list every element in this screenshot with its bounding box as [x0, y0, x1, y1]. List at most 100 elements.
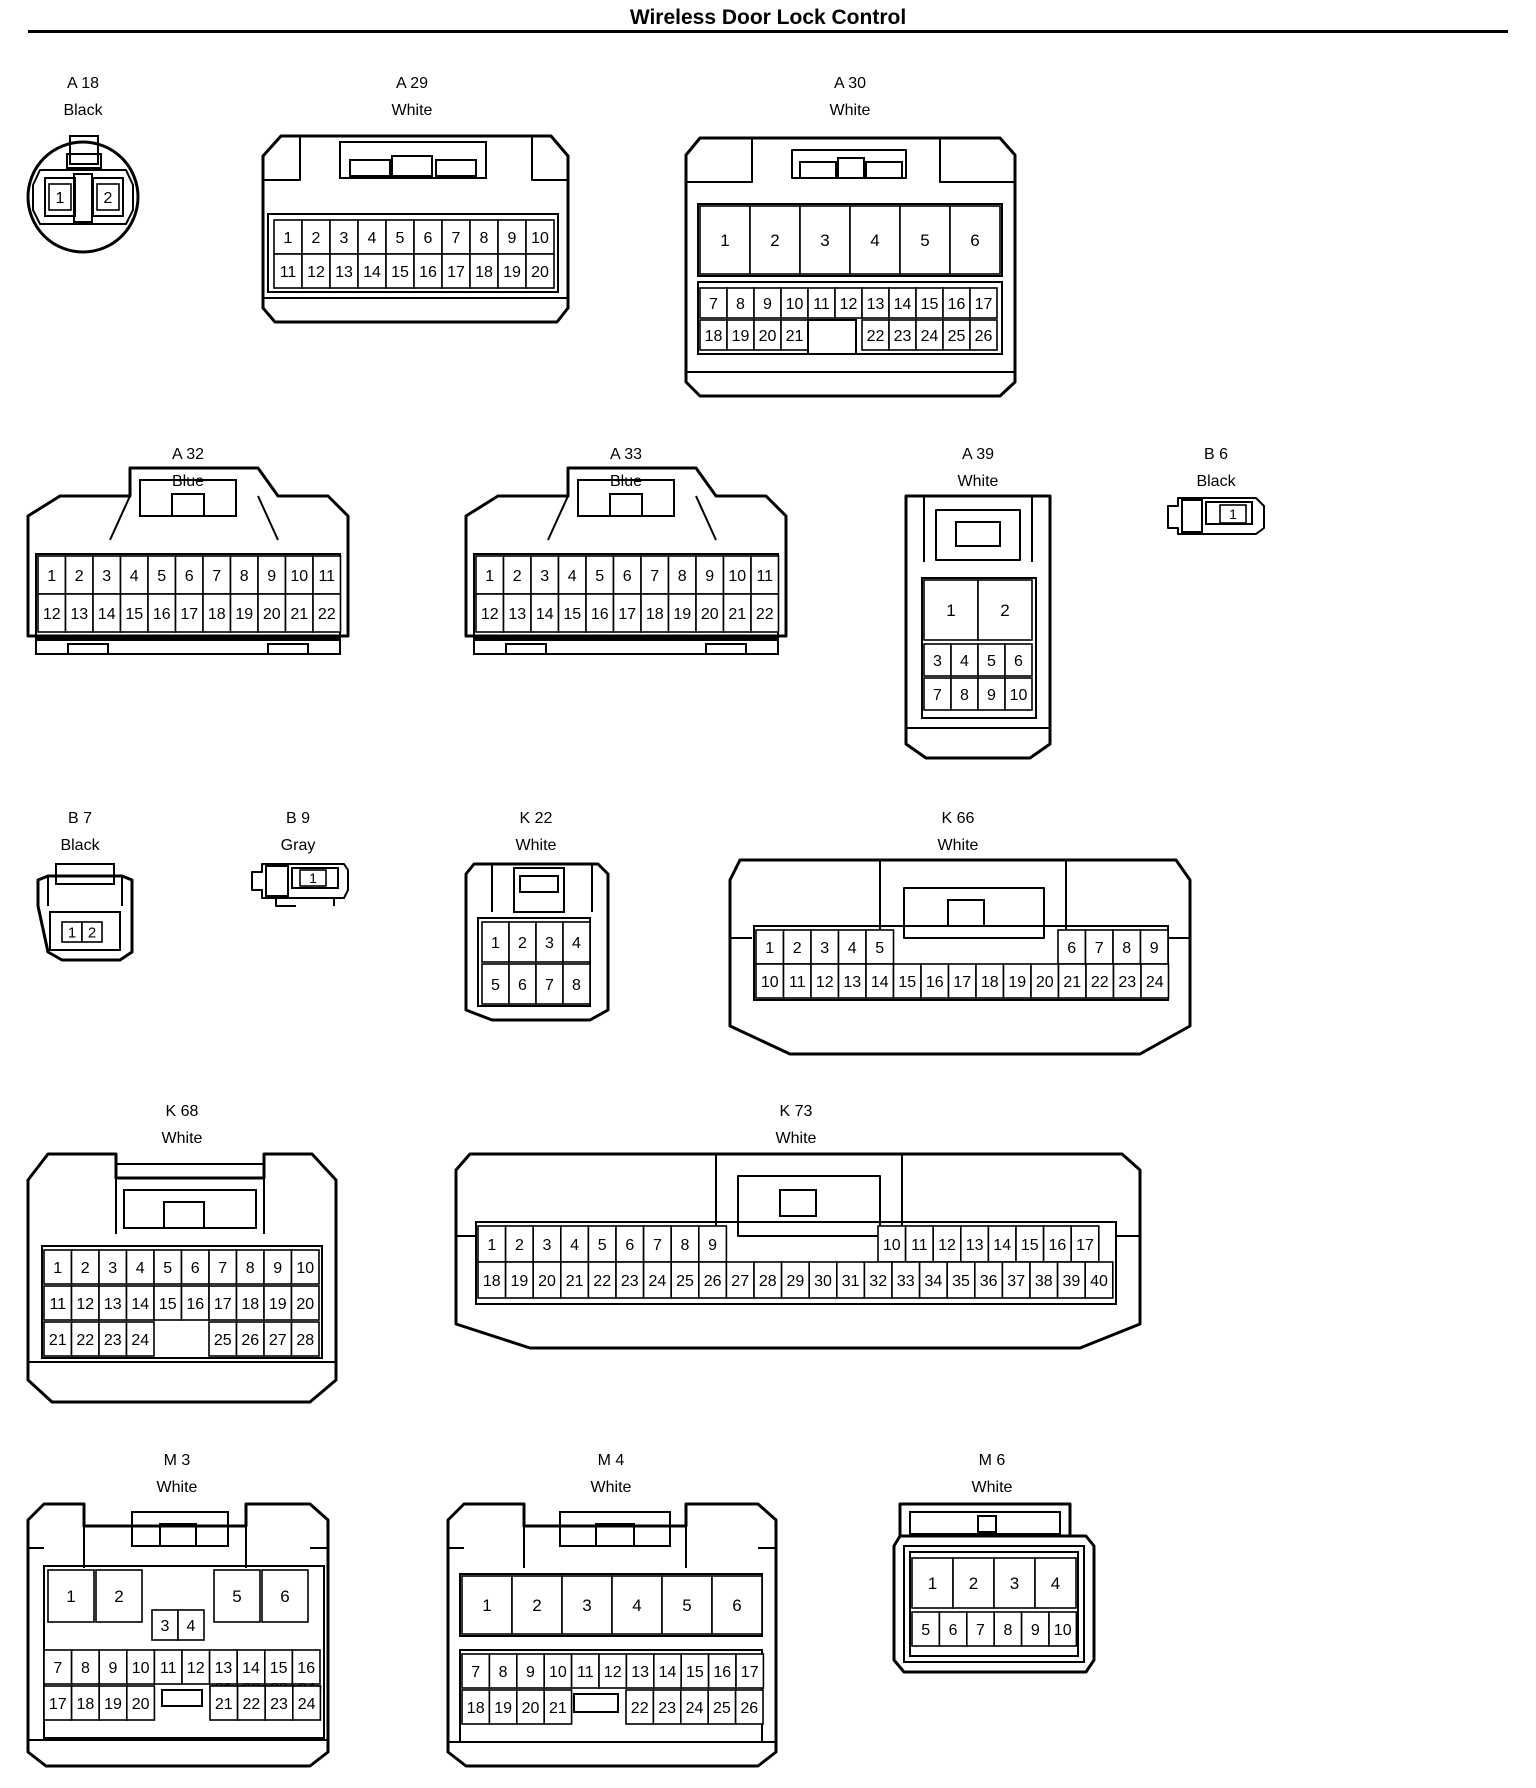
- pin-cell: [899, 205, 951, 275]
- pin-number: 7: [653, 1237, 662, 1254]
- pin-number: 17: [975, 296, 993, 313]
- connector-id: A 33: [609, 446, 643, 463]
- connector-color: Black: [60, 837, 100, 854]
- pin-cell: [96, 183, 120, 211]
- pin-cell: [98, 1249, 128, 1285]
- pin-number: 2: [513, 568, 522, 585]
- pin-number: 13: [70, 606, 88, 623]
- pin-number: 24: [686, 1700, 704, 1717]
- pin-number: 23: [621, 1273, 639, 1290]
- pin-number: 15: [159, 1296, 177, 1313]
- pin-number: 29: [787, 1273, 805, 1290]
- pin-number: 21: [549, 1700, 567, 1717]
- pin-number: 17: [953, 974, 971, 991]
- pin-number: 19: [503, 264, 521, 281]
- pin-number: 8: [960, 687, 969, 704]
- pin-number: 13: [631, 1664, 649, 1681]
- connector-color: White: [515, 837, 557, 854]
- pin-cell: [749, 205, 801, 275]
- connector-color: Blue: [171, 473, 205, 490]
- pin-number: 2: [770, 231, 779, 250]
- pin-cell: [679, 1689, 709, 1725]
- pin-number: 3: [543, 1237, 552, 1254]
- pin-number: 19: [511, 1273, 529, 1290]
- pin-cell: [290, 1285, 320, 1321]
- pin-cell: [385, 253, 415, 289]
- pin-cell: [711, 1575, 763, 1635]
- connector-label: A 32 Blue: [172, 441, 204, 495]
- pin-number: 6: [185, 568, 194, 585]
- pin-number: 24: [921, 328, 939, 345]
- connector-color: White: [391, 102, 433, 119]
- pin-cell: [532, 1261, 562, 1299]
- pin-cell: [735, 1653, 765, 1689]
- pin-cell: [753, 1261, 783, 1299]
- pin-number: 5: [157, 568, 166, 585]
- pin-number: 15: [563, 606, 581, 623]
- pin-number: 26: [975, 328, 993, 345]
- pin-number: 13: [843, 974, 861, 991]
- pin-number: 9: [1031, 1622, 1040, 1639]
- pin-number: 10: [883, 1237, 901, 1254]
- pin-number: 20: [296, 1296, 314, 1313]
- pin-number: 10: [290, 568, 308, 585]
- pin-number: 4: [870, 231, 879, 250]
- pin-number: 22: [631, 1700, 649, 1717]
- pin-number: 2: [114, 1587, 123, 1606]
- pin-number: 32: [869, 1273, 887, 1290]
- pin-number: 4: [568, 568, 577, 585]
- pin-number: 25: [676, 1273, 694, 1290]
- pin-cell: [515, 1653, 545, 1689]
- pin-cell: [892, 963, 922, 999]
- pin-cell: [208, 1321, 238, 1357]
- connector-id: A 32: [171, 446, 205, 463]
- pin-cell: [70, 1285, 100, 1321]
- pin-number: 3: [820, 940, 829, 957]
- pin-cell: [969, 287, 998, 319]
- pin-number: 26: [740, 1700, 758, 1717]
- pin-number: 8: [480, 230, 489, 247]
- connector-id: M 4: [597, 1452, 625, 1469]
- pin-number: 3: [102, 568, 111, 585]
- pin-number: 14: [98, 606, 116, 623]
- pin-number: 22: [76, 1332, 94, 1349]
- pin-number: 9: [109, 1660, 118, 1677]
- pin-number: 5: [396, 230, 405, 247]
- pin-number: 5: [987, 653, 996, 670]
- pin-number: 2: [75, 568, 84, 585]
- pin-number: 1: [68, 924, 76, 941]
- pin-number: 8: [572, 977, 581, 994]
- pin-cell: [888, 287, 917, 319]
- pin-number: 7: [471, 1664, 480, 1681]
- pin-cell: [290, 1321, 320, 1357]
- pin-cell: [1030, 963, 1060, 999]
- pin-cell: [469, 253, 499, 289]
- pin-number: 4: [368, 230, 377, 247]
- pin-number: 2: [104, 190, 113, 207]
- pin-cell: [511, 1575, 563, 1635]
- pin-number: 18: [705, 328, 723, 345]
- pin-cell: [37, 593, 67, 633]
- pin-number: 19: [269, 1296, 287, 1313]
- pin-cell: [261, 1569, 309, 1623]
- pin-number: 3: [933, 653, 942, 670]
- pin-number: 9: [705, 568, 714, 585]
- pin-cell: [236, 1649, 266, 1685]
- pin-cell: [915, 287, 944, 319]
- pin-cell: [950, 677, 979, 711]
- pin-number: 13: [335, 264, 353, 281]
- pin-number: 14: [894, 296, 912, 313]
- pin-number: 7: [218, 1260, 227, 1277]
- pin-number: 6: [623, 568, 632, 585]
- pin-number: 11: [280, 264, 297, 281]
- pin-number: 1: [66, 1587, 75, 1606]
- pin-number: 27: [731, 1273, 749, 1290]
- pin-number: 7: [976, 1622, 985, 1639]
- pin-number: 10: [1010, 687, 1028, 704]
- pin-number: 4: [572, 935, 581, 952]
- pin-cell: [993, 1611, 1023, 1647]
